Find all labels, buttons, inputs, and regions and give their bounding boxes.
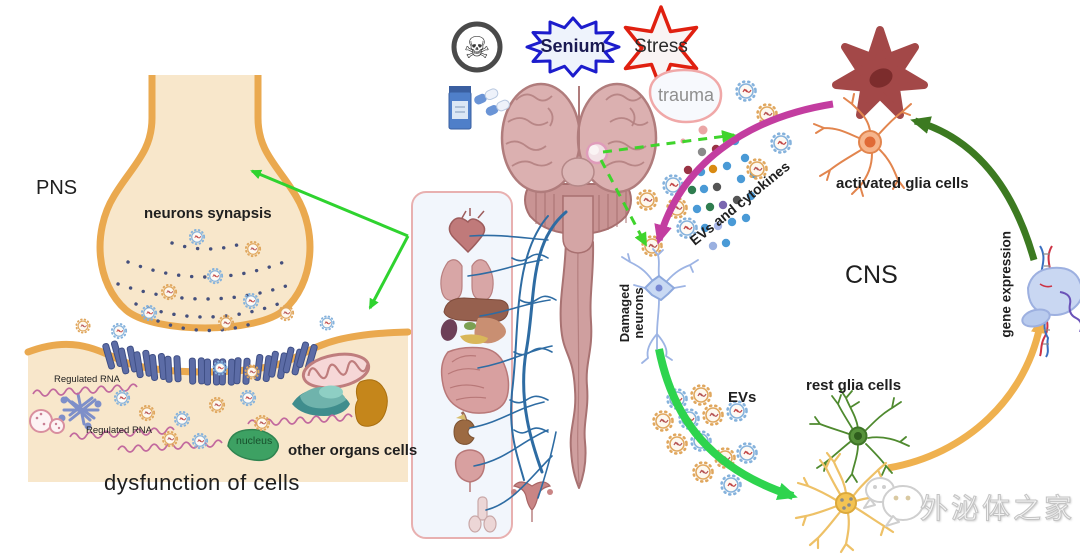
arrow-evs-to-restglia <box>655 348 798 500</box>
skull-glyph: ☠ <box>464 31 491 66</box>
senium-starburst <box>525 16 621 78</box>
dysfunction-caption: dysfunction of cells <box>104 470 300 495</box>
kidney-icon <box>453 414 475 445</box>
damaged-neurons-label: Damaged neurons <box>617 271 648 355</box>
pns-region-label: PNS <box>36 177 78 199</box>
damaged-neurons-line2: neurons <box>631 287 647 339</box>
central-nervous-system-illustration <box>250 82 658 539</box>
damaged-neurons-line1: Damaged <box>617 283 632 343</box>
regulated-rna-label-1: Regulated RNA <box>54 374 121 385</box>
mitochondria-icon <box>301 352 371 390</box>
evs-label: EVs <box>728 389 757 406</box>
lungs-icon <box>440 259 494 301</box>
activated-glia-cell-dark <box>832 26 928 119</box>
pns-synapse-illustration <box>24 75 412 482</box>
pill-bottle-icon <box>448 86 472 130</box>
organs-panel <box>411 191 513 539</box>
bladder-icon <box>454 449 486 492</box>
digestive-organs-icon <box>440 297 510 432</box>
peripheral-nerves <box>467 210 568 511</box>
spinal-cord <box>559 239 595 489</box>
arrow-evs-cytokines <box>654 100 834 245</box>
damaged-neuron-cell <box>621 248 699 364</box>
skull-icon <box>451 21 503 73</box>
female-reproductive-icon <box>511 481 553 522</box>
stress-label: Stress <box>634 36 688 57</box>
neurotransmitter-dots <box>116 241 294 333</box>
golgi-icon <box>292 385 350 416</box>
organelle-brown <box>354 379 388 427</box>
arrow-glia-to-gene <box>887 315 1047 472</box>
nucleus-label: nucleus <box>236 435 273 447</box>
ribosome-gene-expression-icon <box>1021 245 1080 358</box>
regulated-rna-label-2: Regulated RNA <box>86 425 153 436</box>
neurons-synapsis-label: neurons synapsis <box>144 205 272 222</box>
nucleus-icon <box>227 428 279 462</box>
cns-cycle <box>599 26 1080 554</box>
target-cell-membrane <box>24 328 412 376</box>
watermark-wechat-icon <box>863 477 924 527</box>
arrow-gene-to-glia <box>910 116 1038 261</box>
activated-glia-label: activated glia cells <box>836 175 969 192</box>
capsules-icon <box>474 88 510 116</box>
arrows-to-pns <box>250 169 410 310</box>
gene-expression-label: gene expression <box>998 231 1014 338</box>
watermark-text: 外泌体之家 <box>919 493 1076 525</box>
rest-glia-label: rest glia cells <box>806 377 902 394</box>
dashed-release-arrows <box>599 130 736 247</box>
cns-region-label: CNS <box>845 261 898 289</box>
rest-glia-cell-green <box>809 388 910 483</box>
brainstem <box>562 195 594 254</box>
vesicles-icon <box>29 409 65 434</box>
trauma-label: trauma <box>657 85 715 105</box>
stressor-icons <box>448 5 723 130</box>
trauma-blob <box>648 68 723 124</box>
brain-illustration <box>500 82 658 194</box>
heart-icon <box>448 208 486 254</box>
male-reproductive-icon <box>468 496 497 533</box>
senium-label: Senium <box>540 36 606 56</box>
other-organs-cells-label: other organs cells <box>288 442 418 459</box>
activated-glia-cell-orange <box>813 93 912 197</box>
protein-aggregate-icon <box>58 392 102 430</box>
synapse-bulb <box>96 75 314 332</box>
